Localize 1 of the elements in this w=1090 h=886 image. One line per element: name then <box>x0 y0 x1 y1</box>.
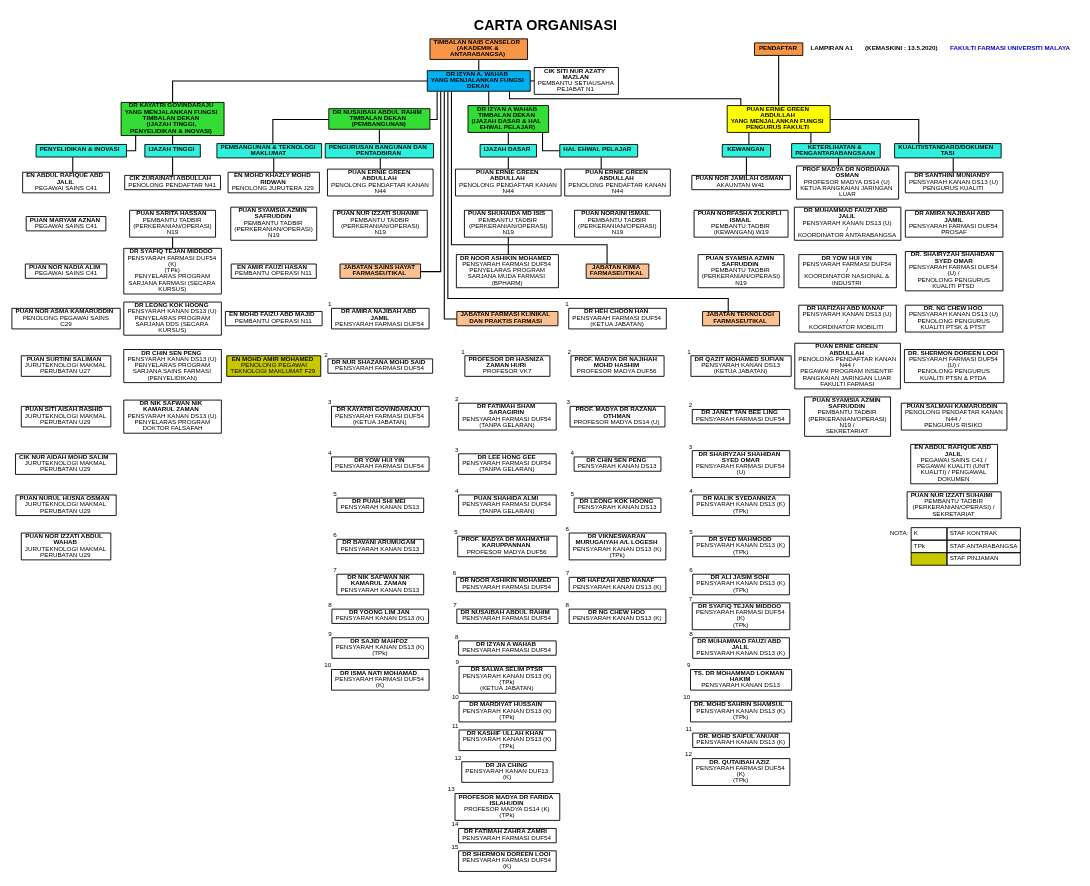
diagram-title: CARTA ORGANISASI <box>473 16 617 33</box>
